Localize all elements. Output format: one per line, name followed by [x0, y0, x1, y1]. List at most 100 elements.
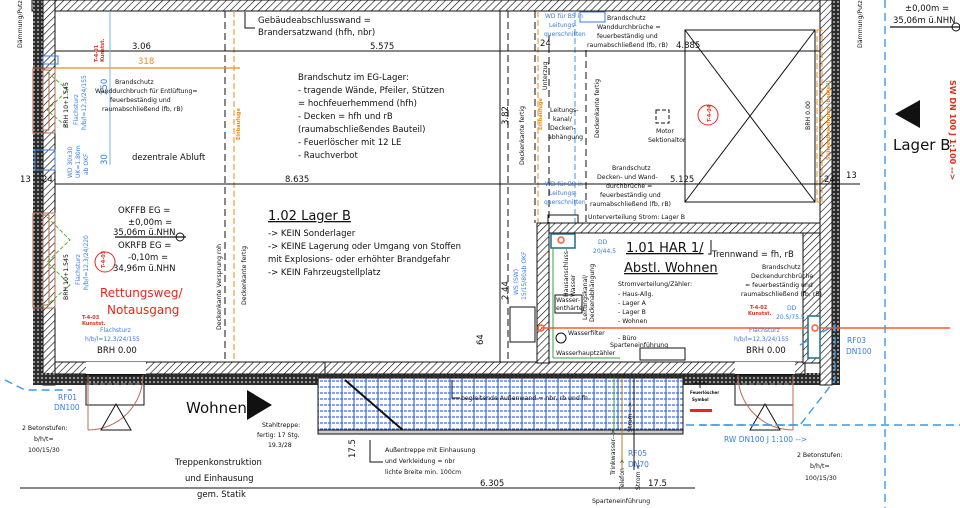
- har-equipment: [509, 11, 821, 361]
- insulation-label-left: Dämmung/Putz: [17, 0, 24, 48]
- wd-lueftung-2: UK=1.80m: [75, 145, 82, 178]
- dim-17-5-left: 17.5: [348, 439, 358, 458]
- deckendurch-4: raumabschließend (fb, rB): [741, 291, 822, 298]
- fire-tag-1b: Kunstst.: [82, 321, 106, 327]
- brandschutz-lager-6: - Feuerlöscher mit 12 LE: [298, 138, 401, 148]
- dim-8-635: 8.635: [285, 175, 309, 185]
- wd-lueftung-1: WD 30x30: [67, 147, 74, 178]
- fire-tag-1a: T-4-03: [82, 315, 100, 321]
- dim-5-575: 5.575: [370, 42, 394, 52]
- wd-bs-1a: WD für BS in: [545, 13, 583, 20]
- dezentrale-abluft: dezentrale Abluft: [132, 153, 206, 163]
- decken-1: Brandschutz: [612, 165, 651, 172]
- dim-2-44: 2.44: [501, 281, 511, 300]
- dd-2b: 20.5/75.5: [776, 314, 805, 321]
- brandschutz-lager-2: - tragende Wände, Pfeiler, Stützen: [298, 86, 444, 96]
- flachsturz-2a: Flachsturz: [749, 327, 780, 334]
- brandschutz-lager-1: Brandschutz im EG-Lager:: [298, 73, 409, 83]
- betonstufen-l-3: 100/15/30: [28, 447, 60, 454]
- fire-tag-2b: Kunstst.: [748, 311, 772, 317]
- leitungskanal-har-2: Deckenabhängung: [589, 264, 596, 322]
- ceiling-edge-lines: [224, 11, 587, 362]
- rf03-a: RF03: [847, 336, 866, 345]
- wasserenthaerter-2: enthärter: [556, 305, 586, 312]
- outer-wall-note-2: Brandersatzwand (hfh, nbr): [258, 28, 375, 38]
- wd-bs-1b: Leitungs-: [549, 22, 577, 29]
- motor-symbol: [655, 109, 670, 124]
- betonstufen-r-2: b/h/t=: [810, 463, 830, 470]
- aussentreppe-3: lichte Breite min. 100cm: [385, 469, 461, 476]
- har-item-2: - Lager A: [618, 300, 647, 307]
- leitungskanal-2: kanal/: [553, 116, 573, 123]
- har-item-3: - Lager B: [618, 309, 646, 316]
- door-right: [734, 362, 795, 431]
- dim-250: 250: [100, 79, 110, 95]
- insulation-right: [832, 0, 840, 385]
- fire-tag-5b: Kunstst.: [100, 38, 106, 62]
- labels: Dämmung/Putz Dämmung/Putz Gebäudeabschlu…: [17, 0, 957, 505]
- okffb-right-2: 35,06m ü.NHN: [893, 16, 956, 26]
- dim-13-right: 13: [846, 171, 857, 181]
- wd-bs-2b: Leitungs-: [549, 190, 577, 197]
- dim-17-5-right: 17.5: [648, 479, 667, 489]
- wand-top-3: feuerbeständig und: [597, 33, 658, 40]
- lueftung-note-3: feuerbeständig und: [110, 97, 171, 104]
- treppenkonstr-2: und Einhausung: [185, 474, 254, 484]
- door-left: [85, 362, 146, 431]
- brh-window-upper: BRH 10+1.545: [63, 82, 70, 128]
- brh-door-right: BRH 0.00: [746, 346, 786, 356]
- dim-24-top: 24: [540, 39, 551, 49]
- deckendurch-2: Deckendurchbrüche: [751, 273, 813, 280]
- treppenkonstr-1: Treppenkonstruktion: [174, 458, 262, 468]
- feuerloescher-2: Symbol: [692, 397, 709, 402]
- strom-up: Strom -->: [627, 402, 634, 432]
- leitungskanal-har-1: Leitungskanal/: [582, 274, 589, 320]
- elevation-marker: [115, 22, 960, 242]
- dim-24-right: 24: [824, 175, 835, 185]
- insulation-label-right: Dämmung/Putz: [857, 0, 864, 48]
- ws-2: 15/15/80ab OKF: [521, 251, 528, 300]
- sectional-door-box: [684, 29, 823, 203]
- dd-1b: 20/44,5: [593, 248, 616, 255]
- rf01-a: RF01: [58, 393, 77, 402]
- deckendurch-1: Brandschutz: [762, 264, 801, 271]
- decken-3: durchbrüche =: [606, 183, 652, 190]
- hausanschluss-2: Wasser: [570, 274, 577, 297]
- rw-label: RW DN100 J 1:100 -->: [724, 435, 807, 444]
- rf01-b: DN100: [54, 403, 80, 412]
- okffb-1: OKFFB EG =: [118, 206, 170, 216]
- room-title-har-1: 1.01 HAR 1/: [626, 241, 704, 256]
- room-title-har-2: Abstl. Wohnen: [624, 261, 718, 276]
- fire-tag-4: T-4-04: [707, 104, 713, 122]
- leitungskanal-4: abhängung: [548, 134, 583, 141]
- motor-2: Sektionaltor: [648, 137, 686, 144]
- betonstufen-l-2: b/h/t=: [34, 436, 54, 443]
- deckendurch-3: = feuerbeständig und: [745, 282, 813, 289]
- window-left-lower: [32, 212, 71, 309]
- har-item-1: - Haus-Allg.: [618, 291, 653, 298]
- dim-6-305: 6.305: [480, 479, 504, 489]
- dim-5-125: 5.125: [670, 175, 694, 185]
- brh-tor: BRH 0.00: [805, 101, 812, 130]
- lager-b-label: Lager B: [893, 136, 951, 154]
- lueftung-note-2: Wanddurchbruch für Entlüftung=: [95, 88, 198, 95]
- trennwand: Trennwand = fh, rB: [711, 250, 794, 260]
- room-title-lager-b: 1.02 Lager B: [268, 209, 351, 224]
- brandschutz-lager-4: - Decken = hfh und rB: [298, 112, 393, 122]
- einbaufuge-1: Einbaufuge: [236, 107, 242, 140]
- dim-13-left: 13: [20, 175, 31, 185]
- sparteneinfuehrung: Sparteneinführung: [610, 342, 668, 349]
- einbaufuge-2: Einbaufuge: [538, 97, 544, 130]
- lueftung-note-1: Brandschutz: [115, 79, 154, 86]
- deckenkante-fertig-3: Deckenkante fertig: [594, 79, 601, 138]
- okrfb-1: OKRFB EG =: [118, 241, 171, 251]
- wall-har-left: [536, 222, 550, 364]
- wand-top-2: Wanddurchbrüche =: [597, 24, 661, 31]
- leitungskanal-3: Decken-: [550, 125, 575, 132]
- wohnen-label: Wohnen: [186, 399, 247, 417]
- wd-bs-2a: WD für BS in: [545, 181, 583, 188]
- wd-bs-2c: querschnitten: [544, 199, 586, 206]
- lager-note-1: -> KEIN Sonderlager: [268, 229, 356, 239]
- brandschutz-lager-7: - Rauchverbot: [298, 151, 358, 161]
